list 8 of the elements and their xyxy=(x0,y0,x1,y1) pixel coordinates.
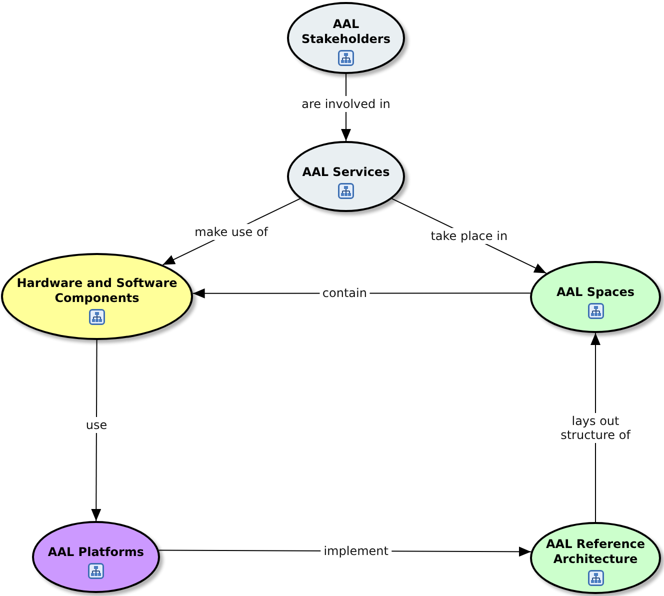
edge-label: implement xyxy=(320,543,392,560)
concept-title: AAL Reference Architecture xyxy=(545,536,646,566)
arrow xyxy=(91,340,102,522)
concept-title: AAL Services xyxy=(302,164,390,180)
concept-title: AAL Spaces xyxy=(556,285,635,300)
concept-title: AAL Stakeholders xyxy=(300,16,392,46)
concept-title: AAL Platforms xyxy=(48,545,144,560)
concept-title: Hardware and Software Components xyxy=(16,276,178,306)
